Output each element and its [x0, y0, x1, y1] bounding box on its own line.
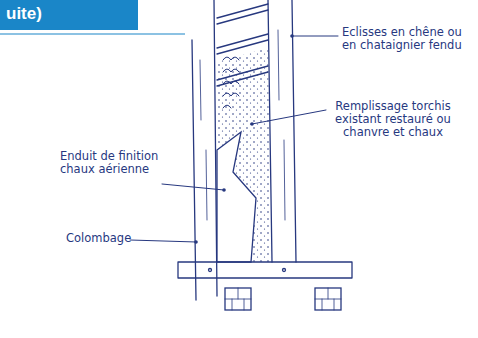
tab-rule — [0, 33, 185, 34]
sill-beam — [178, 262, 352, 278]
eclisse — [217, 66, 268, 86]
post-line — [192, 40, 196, 300]
eclisse — [217, 4, 268, 24]
wattle-coil — [223, 57, 239, 108]
stone-block — [225, 288, 251, 310]
part-label: Colombage — [66, 232, 146, 245]
peg — [283, 269, 286, 272]
leader-line — [252, 110, 326, 124]
part-label: Remplissage torchis existant restauré ou… — [328, 100, 458, 139]
post-line — [292, 0, 296, 262]
stone-block — [315, 288, 341, 310]
leader-dot — [222, 188, 226, 192]
stone-joint — [225, 288, 251, 310]
leader-dot — [290, 34, 294, 38]
enduit-layer — [217, 132, 256, 262]
eclisse — [217, 34, 268, 54]
section-tab-text: uite) — [6, 4, 134, 24]
peg — [209, 269, 212, 272]
leader-line — [130, 240, 196, 242]
wood-grain — [278, 30, 285, 220]
leader-dot — [194, 240, 198, 244]
leader-line — [162, 184, 224, 190]
part-label: Eclisses en chêne ou en chataignier fend… — [342, 26, 462, 52]
stone-joint — [315, 288, 341, 310]
post-line — [268, 0, 272, 262]
leader-dot — [250, 122, 254, 126]
section-tab — [0, 0, 138, 30]
infill-torchis — [217, 48, 271, 262]
leader-line — [292, 36, 338, 37]
wood-grain — [200, 60, 207, 220]
part-label: Enduit de finition chaux aérienne — [60, 150, 170, 176]
